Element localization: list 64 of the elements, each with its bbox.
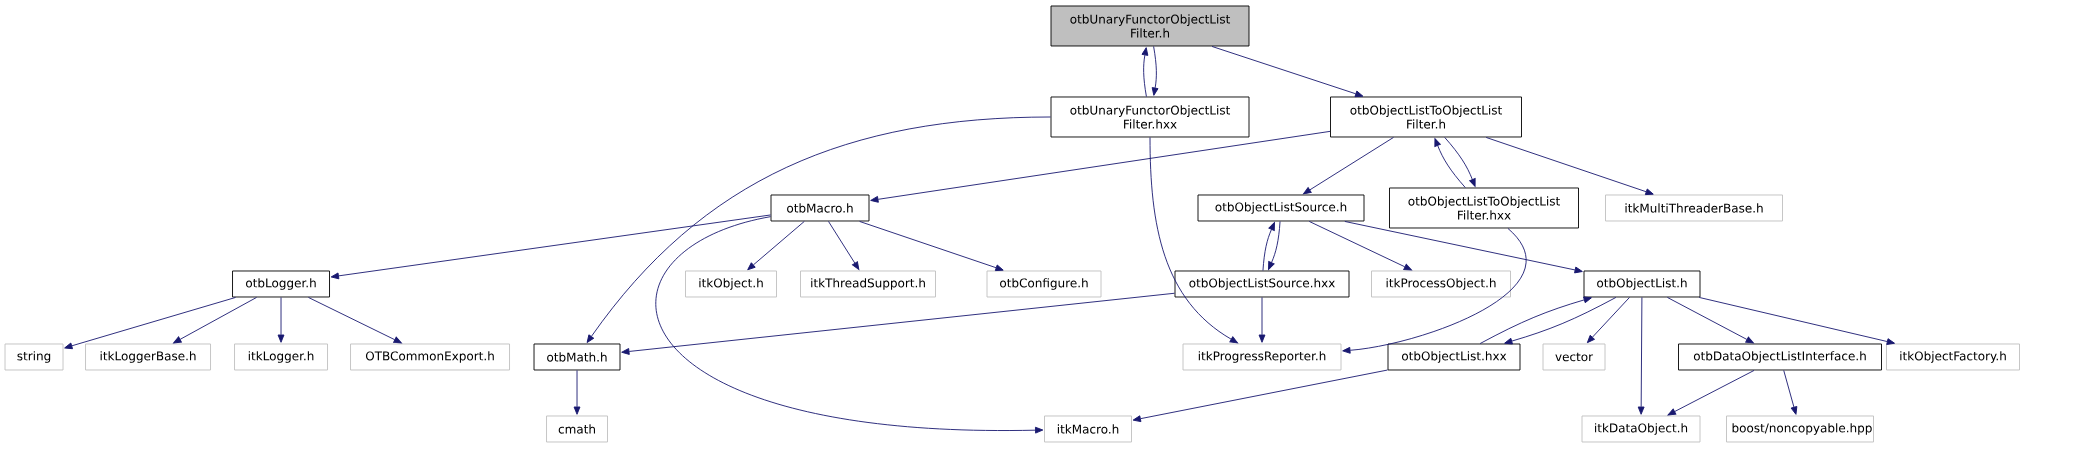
file-box: otbObjectListSource.hxx bbox=[1174, 270, 1350, 298]
arrow bbox=[1586, 297, 1630, 344]
file-box: otbConfigure.h bbox=[986, 270, 1102, 298]
file-box: itkProcessObject.h bbox=[1371, 270, 1511, 298]
file-box: otbObjectListToObjectList Filter.h bbox=[1330, 96, 1522, 138]
arrow bbox=[870, 130, 1331, 203]
file-box: itkLoggerBase.h bbox=[85, 343, 211, 371]
file-box: string bbox=[4, 343, 64, 371]
file-box: itkThreadSupport.h bbox=[800, 270, 936, 298]
file-box: itkMultiThreaderBase.h bbox=[1605, 194, 1783, 222]
file-box: itkObject.h bbox=[685, 270, 777, 298]
arrow bbox=[1479, 296, 1592, 344]
arrow bbox=[859, 221, 1004, 272]
file-box: otbMacro.h bbox=[770, 194, 870, 222]
file-box: itkMacro.h bbox=[1044, 415, 1132, 443]
arrow bbox=[586, 116, 1051, 343]
arrow bbox=[277, 297, 285, 343]
file-box: OTBCommonExport.h bbox=[350, 343, 510, 371]
arrow bbox=[330, 214, 771, 280]
arrow bbox=[1344, 221, 1583, 274]
file-box: cmath bbox=[546, 415, 608, 443]
arrow bbox=[1151, 46, 1159, 96]
arrow bbox=[173, 297, 257, 344]
arrow bbox=[1308, 221, 1412, 271]
file-box: boost/noncopyable.hpp bbox=[1726, 415, 1874, 443]
file-box: vector bbox=[1542, 343, 1606, 371]
arrow bbox=[1149, 137, 1239, 344]
arrow bbox=[1504, 297, 1617, 345]
file-box: itkObjectFactory.h bbox=[1886, 343, 2020, 371]
arrow bbox=[1637, 297, 1645, 415]
file-box: itkProgressReporter.h bbox=[1182, 343, 1342, 371]
file-box: otbDataObjectListInterface.h bbox=[1678, 343, 1882, 371]
arrow bbox=[1211, 46, 1364, 98]
arrow bbox=[828, 221, 860, 270]
file-box: otbUnaryFunctorObjectList Filter.h bbox=[1050, 5, 1250, 47]
arrow bbox=[308, 297, 402, 344]
arrow bbox=[621, 292, 1175, 355]
arrow bbox=[1783, 370, 1798, 415]
arrow bbox=[1342, 228, 1527, 354]
arrow bbox=[1666, 297, 1754, 344]
arrow bbox=[656, 216, 1044, 434]
arrow bbox=[1667, 370, 1755, 416]
arrow bbox=[1485, 137, 1654, 196]
arrow bbox=[1262, 222, 1275, 271]
arrow bbox=[1698, 297, 1895, 345]
arrow bbox=[1258, 297, 1266, 343]
arrow bbox=[1303, 137, 1394, 195]
arrow bbox=[1434, 138, 1466, 188]
arrow bbox=[64, 297, 236, 350]
file-box: otbUnaryFunctorObjectList Filter.hxx bbox=[1050, 96, 1250, 138]
arrow bbox=[1141, 47, 1149, 97]
file-box: otbObjectListSource.h bbox=[1197, 194, 1365, 222]
file-box: otbObjectList.h bbox=[1583, 270, 1701, 298]
file-box: otbObjectList.hxx bbox=[1387, 343, 1521, 371]
arrow bbox=[1268, 221, 1281, 270]
arrow bbox=[1132, 369, 1388, 423]
file-box: itkDataObject.h bbox=[1581, 415, 1701, 443]
arrow bbox=[1444, 137, 1476, 187]
file-box: itkLogger.h bbox=[234, 343, 328, 371]
file-box: otbLogger.h bbox=[232, 270, 330, 298]
arrow bbox=[747, 221, 805, 271]
file-box: otbObjectListToObjectList Filter.hxx bbox=[1389, 187, 1579, 229]
file-box: otbMath.h bbox=[533, 343, 621, 371]
arrow bbox=[573, 370, 581, 415]
